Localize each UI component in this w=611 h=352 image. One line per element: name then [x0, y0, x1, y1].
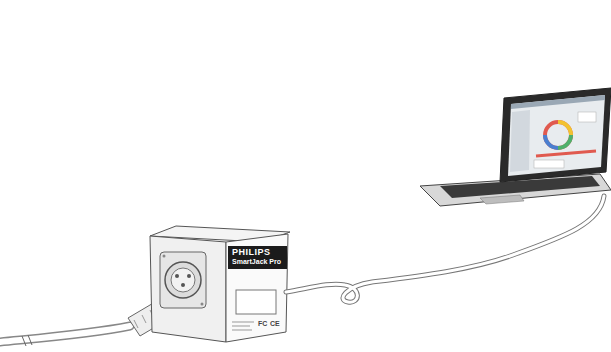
plug-grip [134, 310, 154, 328]
color-bar [536, 151, 596, 156]
xlr-socket-inner [171, 268, 195, 292]
box-front [226, 234, 288, 342]
dmx-cable-inner [0, 326, 130, 342]
dmx-cable [0, 326, 130, 342]
color-wheel [545, 122, 571, 148]
certification-mark: CE [270, 320, 280, 327]
product-name: SmartJack Pro [232, 258, 283, 266]
label-area [236, 290, 276, 314]
screen [508, 95, 605, 176]
fine-print [232, 322, 254, 330]
laptop-lid [500, 88, 611, 182]
title-bar [511, 95, 605, 109]
xlr-socket [165, 262, 201, 298]
side-panel [510, 110, 530, 172]
box-side [150, 236, 226, 342]
brand-name: PHILIPS [232, 248, 283, 258]
brand-badge: PHILIPSSmartJack Pro [228, 246, 287, 269]
cable-break [22, 335, 32, 346]
usb-cable-inner [286, 196, 604, 302]
usb-cable [286, 196, 604, 302]
trackpad [480, 195, 524, 204]
xlr-socket-plate [160, 252, 206, 308]
certification-mark: FC [258, 320, 267, 327]
